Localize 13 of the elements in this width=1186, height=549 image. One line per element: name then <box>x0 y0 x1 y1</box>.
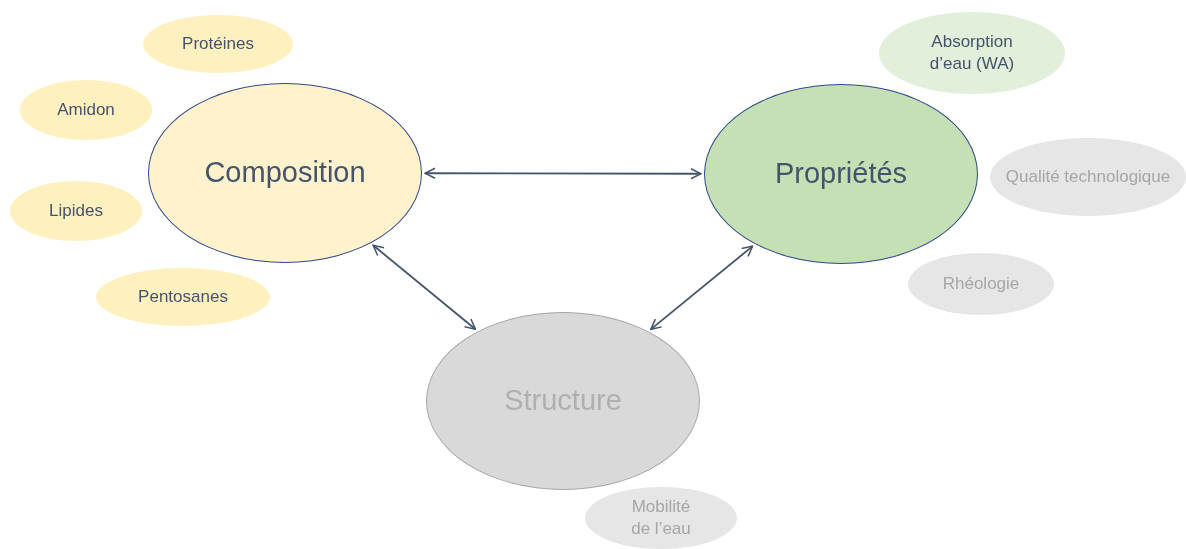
ellipse-label: Pentosanes <box>138 285 228 308</box>
double-arrow <box>649 245 754 331</box>
ellipse-label: Absorption d’eau (WA) <box>928 30 1016 75</box>
ellipse-label: Propriétés <box>774 156 908 192</box>
ellipse-label: Composition <box>204 155 366 191</box>
ellipse-label: Lipides <box>49 199 103 222</box>
double-arrow <box>424 167 702 180</box>
ellipse-label: Mobilité de l’eau <box>630 495 692 540</box>
ellipse-label: Protéines <box>182 32 254 55</box>
ellipse-label: Amidon <box>57 98 115 121</box>
double-arrow <box>372 244 477 331</box>
ellipse-label: Rhéologie <box>942 272 1020 295</box>
ellipse-label: Qualité technologique <box>1005 165 1171 188</box>
